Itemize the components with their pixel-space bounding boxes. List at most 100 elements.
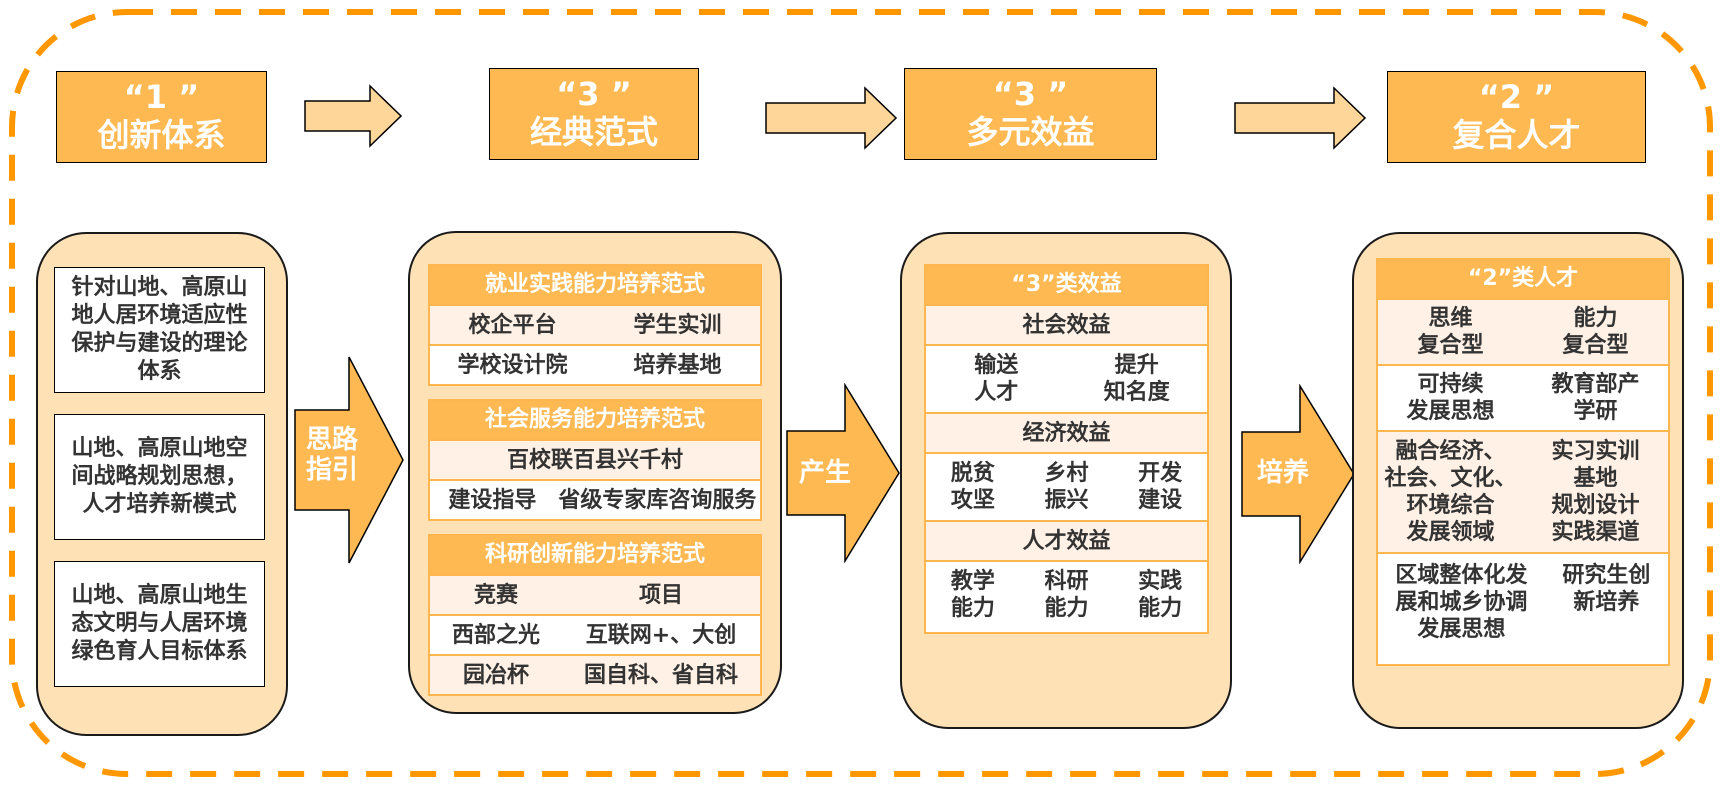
paradigm-cell: 西部之光 <box>451 622 540 648</box>
paradigm-social-service: 社会服务能力培养范式 百校联百县兴千村 建设指导 省级专家库咨询服务 <box>428 399 762 521</box>
paradigm-cell: 项目 <box>638 582 683 608</box>
talents-block: “2”类人才 思维复合型 能力复合型 可持续发展思想 教育部产学研 融合经济、 … <box>1376 258 1670 666</box>
produce-arrow-icon <box>786 383 900 563</box>
benefit-item: 实践能力 <box>1113 568 1207 622</box>
talent-item: 研究生创 新培养 <box>1545 562 1668 616</box>
paradigm-cell: 园冶杯 <box>462 662 529 688</box>
paradigm-research-innovation: 科研创新能力培养范式 竞赛 项目 西部之光 互联网+、大创 园冶杯 国自科、省自… <box>428 534 762 696</box>
paradigm-row: 西部之光 互联网+、大创 <box>430 614 760 654</box>
talents-title: “2”类人才 <box>1378 260 1668 298</box>
benefit-item-line: 能力 <box>1138 596 1183 621</box>
talent-item-line: 发展领域 <box>1406 520 1495 545</box>
talent-item-line: 学研 <box>1573 399 1618 424</box>
talent-item-line: 区域整体化发 <box>1395 563 1528 588</box>
right-arrow-icon <box>765 86 898 150</box>
benefit-item-line: 能力 <box>950 596 995 621</box>
talent-item-line: 规划设计 <box>1551 493 1640 518</box>
guidance-arrow-icon <box>294 356 404 564</box>
talent-item-line: 研究生创 <box>1562 563 1651 588</box>
connector-label-cultivate: 培养 <box>1248 458 1318 488</box>
talent-item-line: 展和城乡协调 <box>1395 590 1528 615</box>
talent-item-line: 可持续 <box>1417 372 1484 397</box>
header-number: “2 ” <box>1478 78 1555 116</box>
right-arrow-icon <box>304 84 403 148</box>
talent-item-line: 思维 <box>1428 306 1473 331</box>
benefit-item-line: 攻坚 <box>950 488 995 513</box>
talent-item-line: 实习实训 <box>1551 439 1640 464</box>
talent-item-line: 能力 <box>1573 306 1618 331</box>
benefit-group-name: 经济效益 <box>1022 420 1111 446</box>
talent-item: 能力复合型 <box>1523 305 1668 359</box>
benefit-item: 脱贫攻坚 <box>926 460 1020 514</box>
header-classic-paradigm: “3 ” 经典范式 <box>489 68 699 160</box>
connector-label-line: 培养 <box>1256 458 1309 488</box>
benefit-item: 输送人才 <box>926 352 1067 406</box>
talent-item: 教育部产学研 <box>1523 371 1668 425</box>
benefit-item-line: 建设 <box>1138 488 1183 513</box>
paradigm-title: 科研创新能力培养范式 <box>430 536 760 574</box>
talent-item-line: 复合型 <box>1417 333 1484 358</box>
benefit-item-line: 能力 <box>1044 596 1089 621</box>
benefit-item-line: 教学 <box>950 569 995 594</box>
paradigm-cell: 建设指导 <box>448 487 537 513</box>
paradigm-cell: 省级专家库咨询服务 <box>558 487 757 513</box>
connector-label-line: 指引 <box>305 455 358 485</box>
innovation-item: 山地、高原山地生态文明与人居环境绿色育人目标体系 <box>54 561 265 687</box>
talent-item: 可持续发展思想 <box>1378 371 1523 425</box>
header-title: 多元效益 <box>966 113 1095 151</box>
connector-label-produce: 产生 <box>790 458 860 488</box>
talent-item-line: 教育部产 <box>1551 372 1640 397</box>
talent-item-line: 融合经济、 <box>1395 439 1506 464</box>
header-number: “3 ” <box>556 75 632 113</box>
talent-item-line: 基地 <box>1573 466 1618 491</box>
cultivate-arrow-icon <box>1241 384 1355 564</box>
benefit-item: 科研能力 <box>1020 568 1114 622</box>
benefit-item-line: 提升 <box>1114 353 1159 378</box>
talent-item-line: 发展思想 <box>1417 617 1506 642</box>
benefit-group-talent: 人才效益 <box>926 520 1207 560</box>
connector-label-guidance: 思路 指引 <box>300 425 364 485</box>
benefit-group-name: 人才效益 <box>1022 528 1111 554</box>
talent-item-line: 发展思想 <box>1406 399 1495 424</box>
benefit-item-line: 实践 <box>1138 569 1183 594</box>
benefit-item: 乡村振兴 <box>1020 460 1114 514</box>
talent-row: 融合经济、 社会、文化、 环境综合 发展领域 实习实训 基地 规划设计 实践渠道 <box>1378 430 1668 552</box>
paradigm-cell: 校企平台 <box>468 312 557 338</box>
talent-item: 思维复合型 <box>1378 305 1523 359</box>
benefit-item: 开发建设 <box>1113 460 1207 514</box>
paradigm-cell: 百校联百县兴千村 <box>506 447 683 473</box>
benefit-item-line: 输送 <box>974 353 1019 378</box>
benefit-items-row: 教学能力 科研能力 实践能力 <box>926 560 1207 628</box>
talent-row: 思维复合型 能力复合型 <box>1378 298 1668 364</box>
paradigm-row: 百校联百县兴千村 <box>430 439 760 479</box>
header-number: “1 ” <box>123 78 200 116</box>
benefit-item-line: 乡村 <box>1044 461 1089 486</box>
benefit-item-line: 人才 <box>974 380 1019 405</box>
benefit-group-economic: 经济效益 <box>926 412 1207 452</box>
talent-item: 实习实训 基地 规划设计 实践渠道 <box>1523 438 1668 546</box>
paradigm-row: 竞赛 项目 <box>430 574 760 614</box>
header-number: “3 ” <box>992 75 1069 113</box>
paradigm-cell: 学生实训 <box>633 312 722 338</box>
header-composite-talent: “2 ” 复合人才 <box>1387 71 1646 163</box>
benefit-item: 提升知名度 <box>1067 352 1208 406</box>
connector-label-line: 产生 <box>798 458 851 488</box>
talent-item-line: 新培养 <box>1573 590 1640 615</box>
talent-item-line: 环境综合 <box>1406 493 1495 518</box>
benefit-item-line: 振兴 <box>1044 488 1089 513</box>
benefit-group-social: 社会效益 <box>926 304 1207 344</box>
right-arrow-icon <box>1234 86 1367 150</box>
header-title: 创新体系 <box>97 116 226 154</box>
paradigm-row: 校企平台 学生实训 <box>430 304 760 344</box>
header-title: 复合人才 <box>1452 116 1581 154</box>
header-innovation-system: “1 ” 创新体系 <box>56 71 267 163</box>
connector-label-line: 思路 <box>305 425 358 455</box>
benefit-item-line: 脱贫 <box>950 461 995 486</box>
paradigm-row: 建设指导 省级专家库咨询服务 <box>430 479 760 519</box>
innovation-item: 山地、高原山地空间战略规划思想，人才培养新模式 <box>54 414 265 540</box>
benefit-items-row: 脱贫攻坚 乡村振兴 开发建设 <box>926 452 1207 520</box>
benefit-item: 教学能力 <box>926 568 1020 622</box>
paradigm-cell: 学校设计院 <box>457 352 568 378</box>
talent-item-line: 实践渠道 <box>1551 520 1640 545</box>
